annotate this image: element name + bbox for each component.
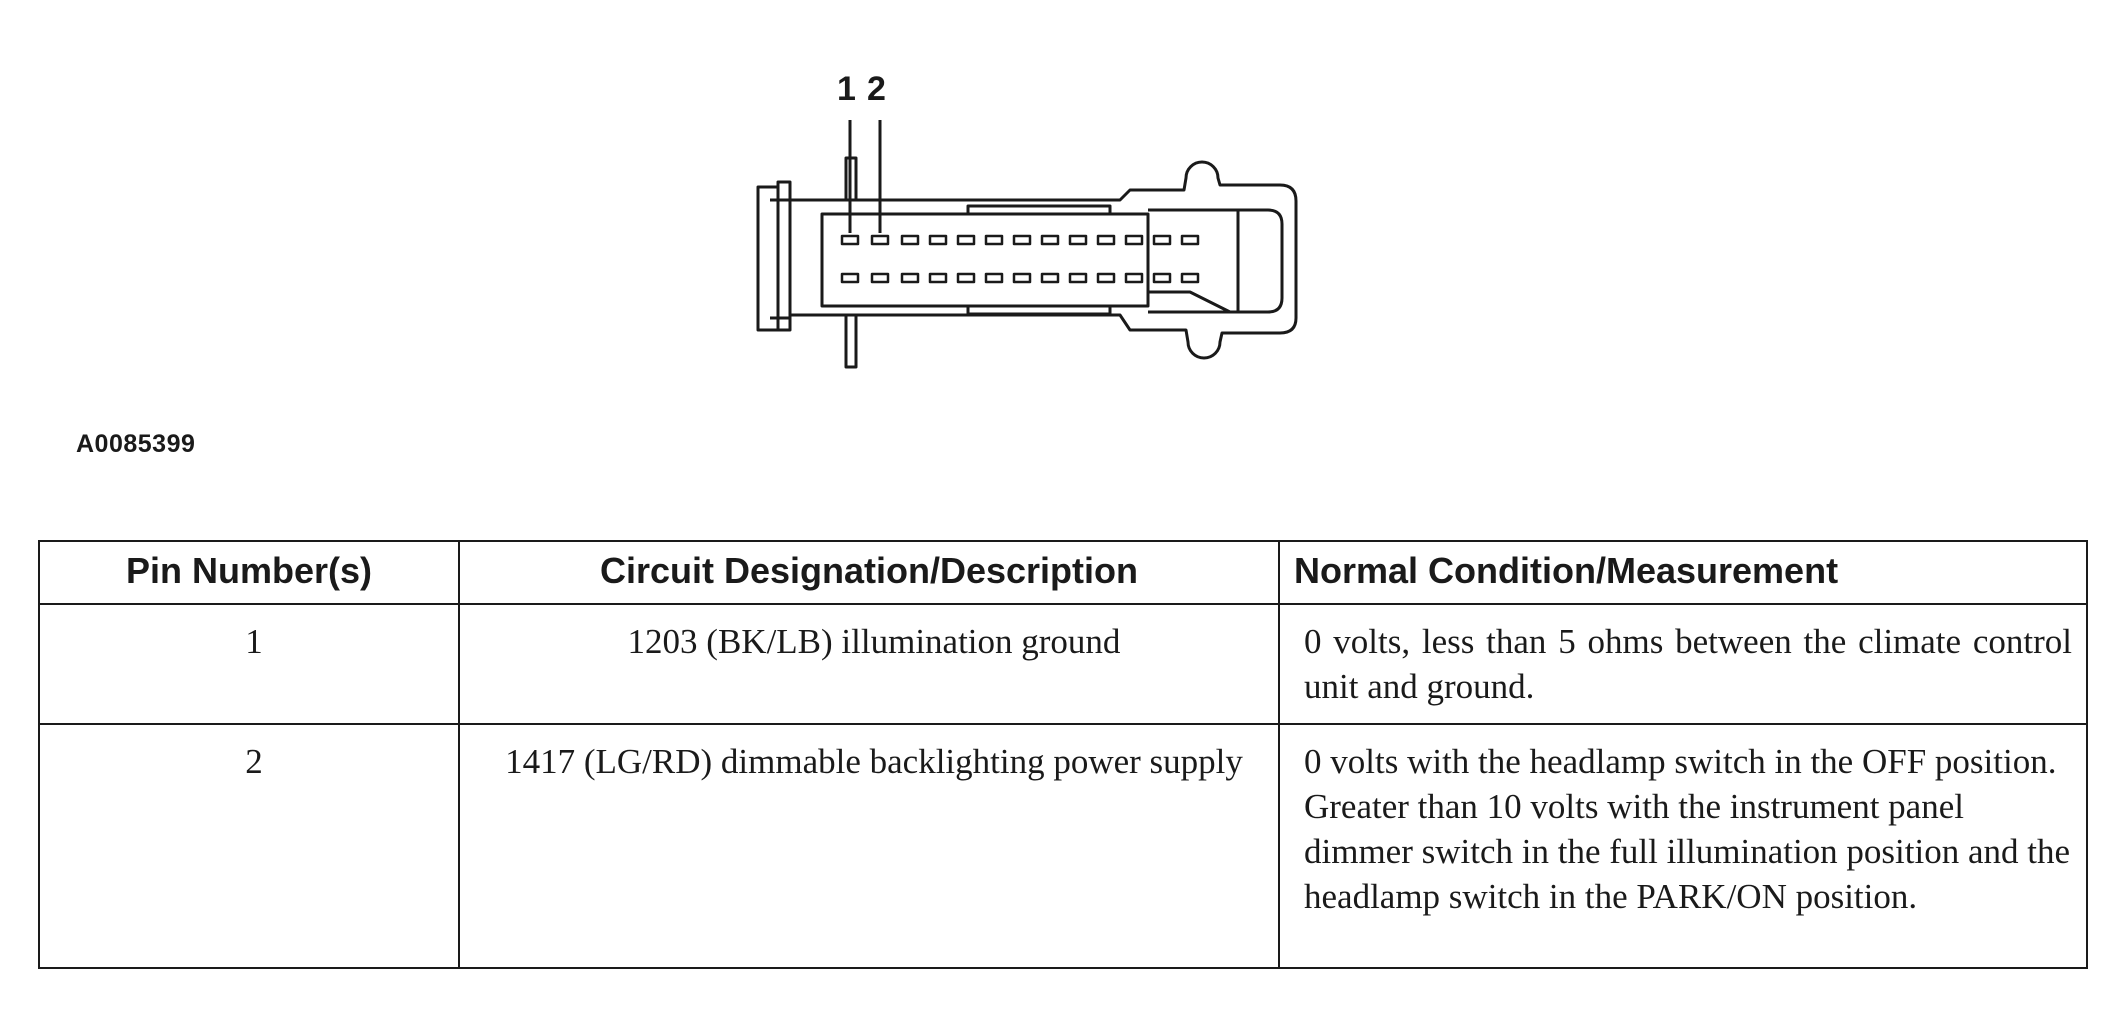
header-pin-number: Pin Number(s) <box>38 540 460 605</box>
pin-label-2: 2 <box>867 70 886 108</box>
figure-id: A0085399 <box>76 430 196 458</box>
latch-tabs <box>776 180 792 332</box>
lock-post-bottom <box>844 313 858 369</box>
table-row: 2 1417 (LG/RD) dimmable backlighting pow… <box>38 723 2088 969</box>
pin-cell: 2 <box>38 723 460 969</box>
connector-hood <box>1148 208 1284 314</box>
condition-cell: 0 volts, less than 5 ohms between the cl… <box>1278 603 2088 725</box>
table-row: 1 1203 (BK/LB) illumination ground 0 vol… <box>38 603 2088 725</box>
header-circuit: Circuit Designation/Description <box>458 540 1280 605</box>
pin-label-1: 1 <box>837 70 856 108</box>
pin-cavities-row-1 <box>840 234 1200 246</box>
circuit-cell: 1417 (LG/RD) dimmable backlighting power… <box>458 723 1280 969</box>
pin-table: Pin Number(s) Circuit Designation/Descri… <box>38 540 2088 969</box>
header-condition: Normal Condition/Measurement <box>1278 540 2088 605</box>
pin-cavities-row-2 <box>840 272 1200 284</box>
circuit-cell: 1203 (BK/LB) illumination ground <box>458 603 1280 725</box>
lock-post-top <box>844 156 858 202</box>
connector-face <box>820 212 1150 308</box>
connector-body <box>788 160 1298 360</box>
connector-drawing <box>756 120 1298 369</box>
pin-cell: 1 <box>38 603 460 725</box>
connector-diagram: 1 2 <box>730 60 1370 380</box>
end-cap <box>756 185 780 332</box>
condition-cell: 0 volts with the headlamp switch in the … <box>1278 723 2088 969</box>
table-header-row: Pin Number(s) Circuit Designation/Descri… <box>38 540 2088 605</box>
